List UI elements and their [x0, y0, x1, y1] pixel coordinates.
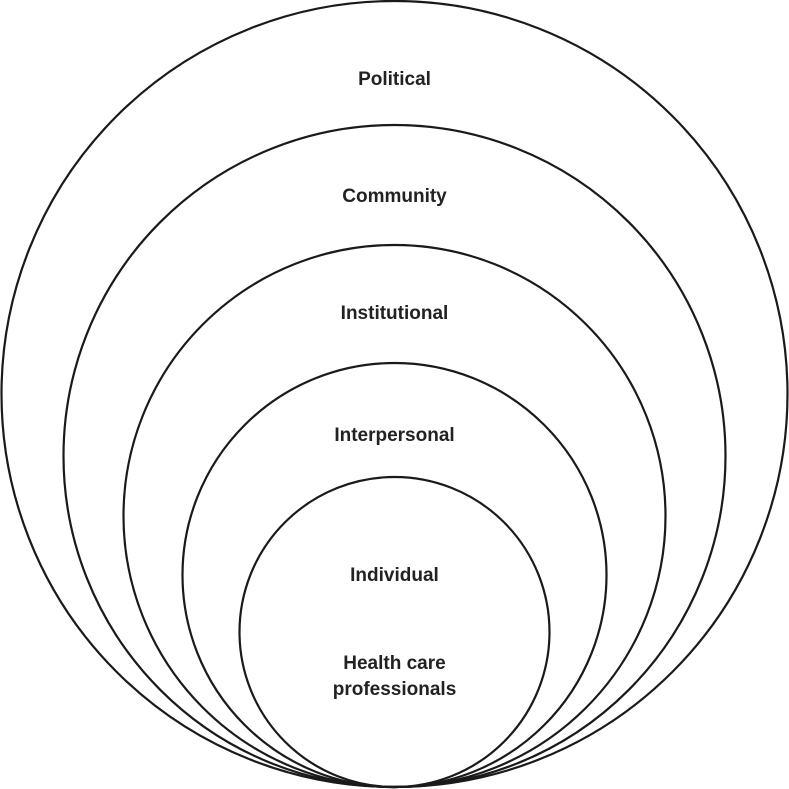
political-label: Political [358, 69, 431, 90]
institutional-ring [122, 243, 667, 789]
institutional-label: Institutional [341, 303, 449, 324]
core-label-line1: Health care [343, 653, 445, 674]
individual-label: Individual [350, 565, 439, 586]
individual-ring [238, 475, 551, 789]
community-label: Community [342, 186, 447, 207]
interpersonal-label: Interpersonal [334, 425, 454, 446]
core-label-line2: professionals [333, 679, 457, 700]
